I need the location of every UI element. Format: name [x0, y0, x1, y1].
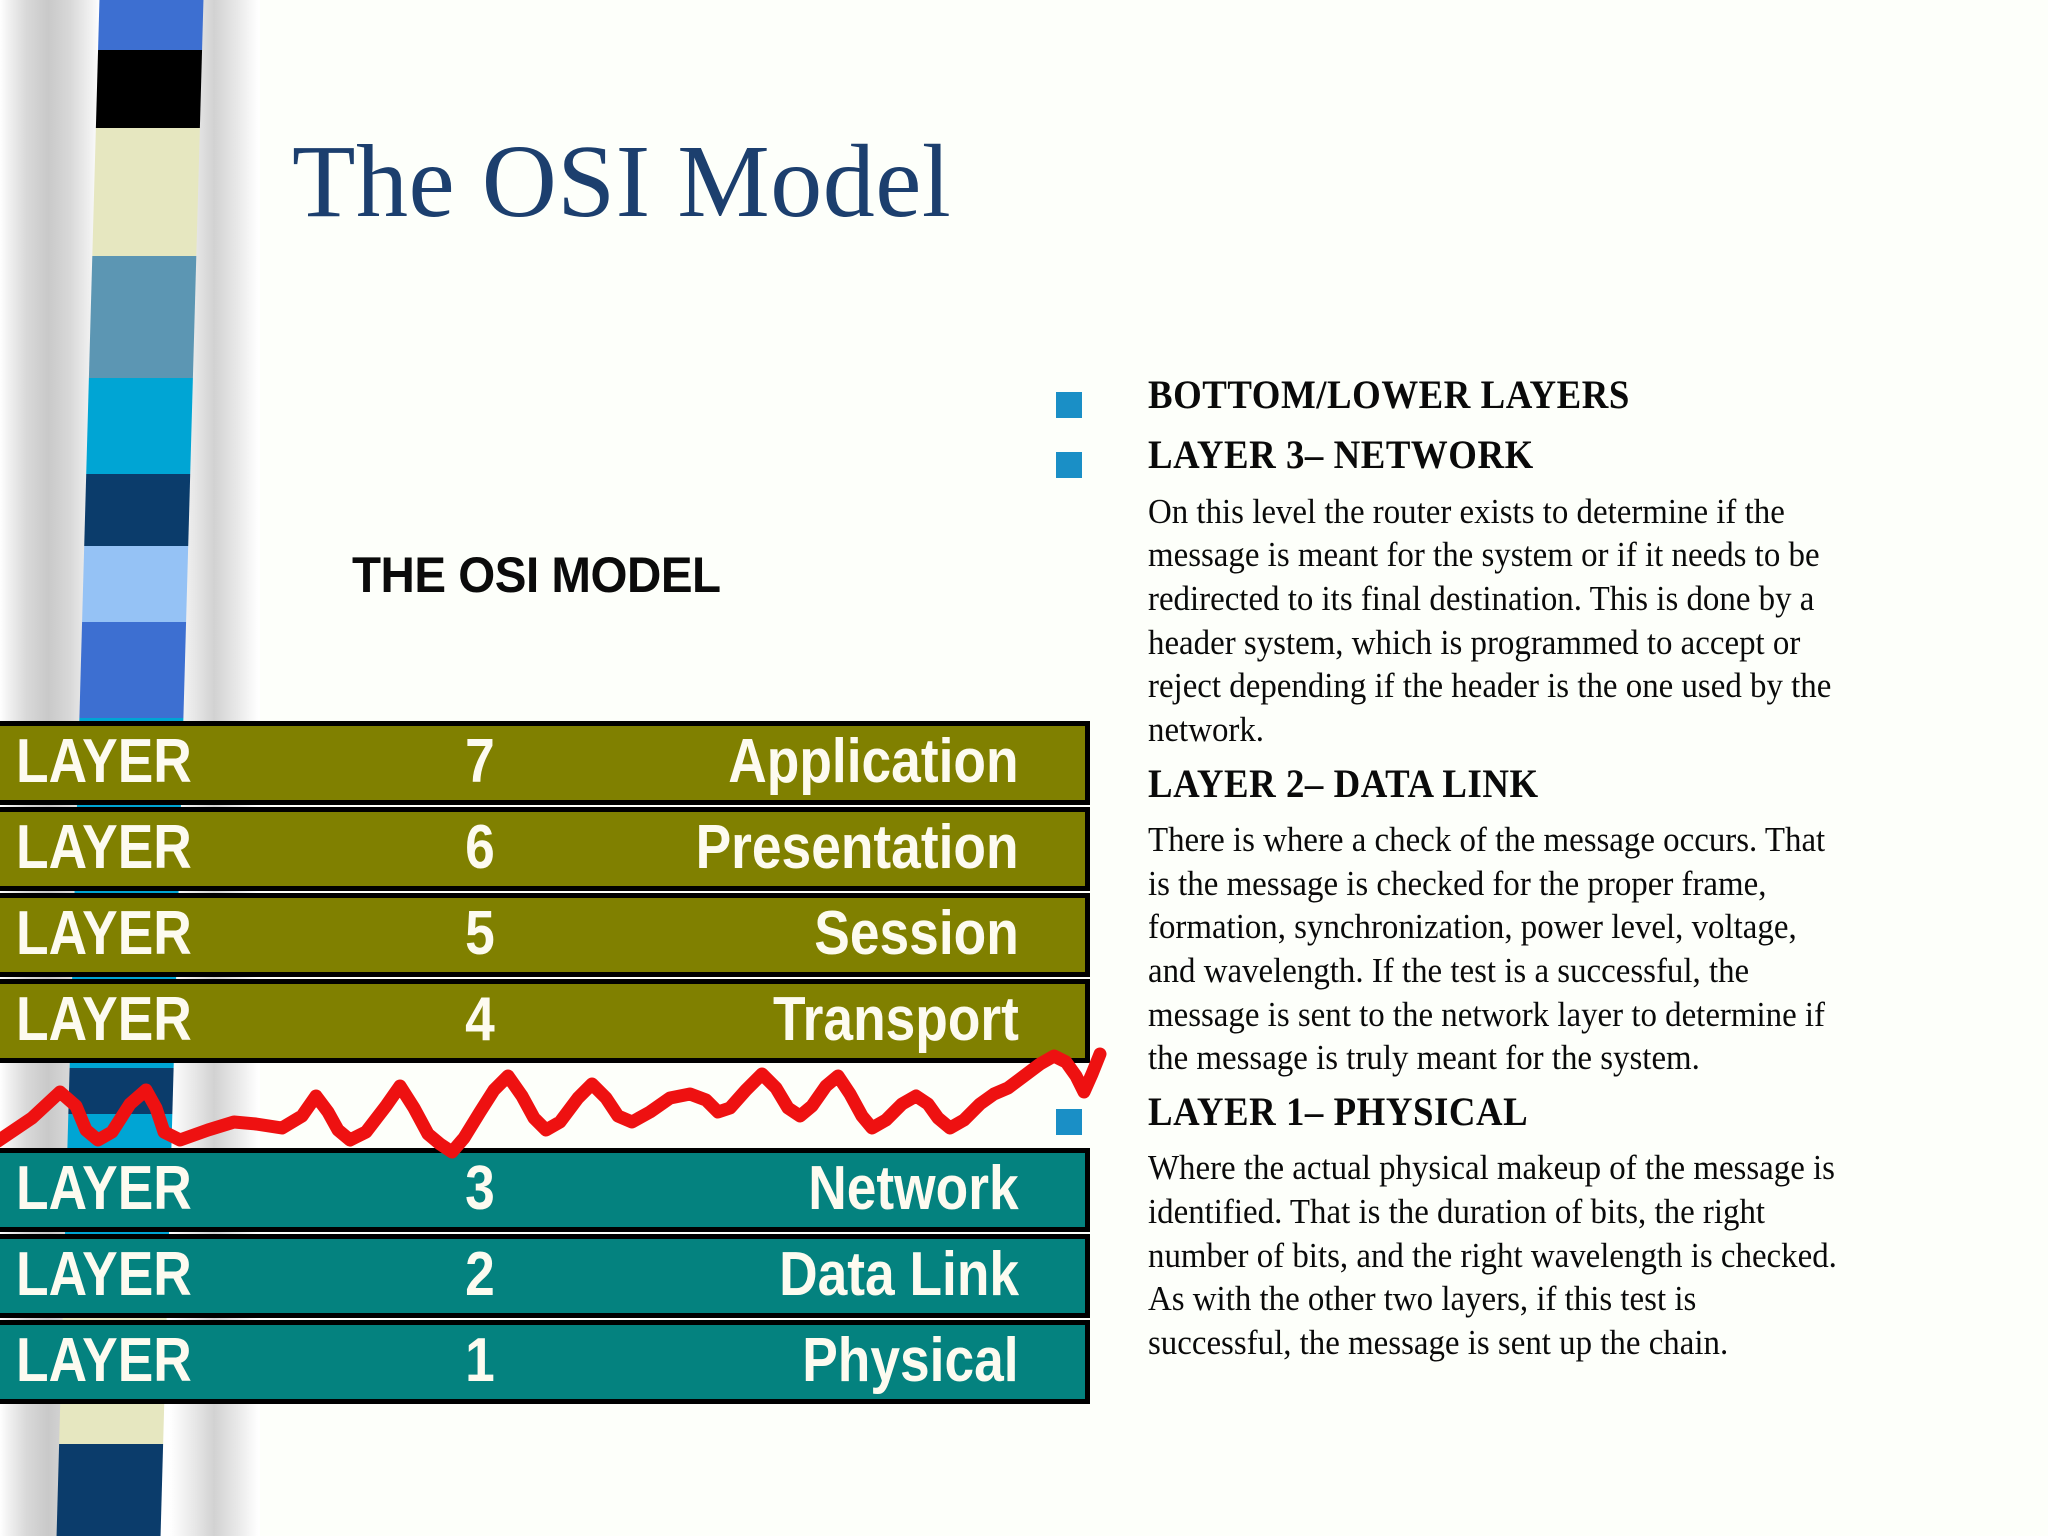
row-name: Presentation — [696, 812, 1019, 882]
spacer — [1148, 1139, 2028, 1147]
ribbon-segment-2 — [92, 128, 200, 256]
layer2-body-line-6: the message is truly meant for the syste… — [1148, 1038, 1700, 1078]
row-label: LAYER — [16, 1153, 192, 1223]
ribbon-segment-1 — [95, 50, 203, 128]
bullet-layer-1: LAYER 1– PHYSICAL — [1056, 1088, 2028, 1135]
row-label: LAYER — [16, 812, 192, 882]
osi-upper-layers-group: LAYER 7 Application LAYER 6 Presentation… — [0, 721, 1090, 1063]
row-label: LAYER — [16, 984, 192, 1054]
table-row[interactable]: LAYER 2 Data Link — [0, 1234, 1090, 1318]
bullet-layer-3: LAYER 3– NETWORK — [1056, 432, 2028, 479]
row-name: Network — [808, 1153, 1019, 1223]
osi-lower-layers-group: LAYER 3 Network LAYER 2 Data Link LAYER … — [0, 1148, 1090, 1404]
layer3-body-line-1: On this level the router exists to deter… — [1148, 491, 1785, 531]
row-name: Data Link — [779, 1239, 1019, 1309]
spacer — [1148, 811, 2028, 819]
layer2-body-line-1: There is where a check of the message oc… — [1148, 820, 1826, 860]
layer1-body-line-1: Where the actual physical makeup of the … — [1148, 1148, 1835, 1188]
table-row[interactable]: LAYER 5 Session — [0, 893, 1090, 977]
heading-bottom-lower-layers: BOTTOM/LOWER LAYERS — [1148, 372, 1630, 417]
layer1-body-line-2: identified. That is the duration of bits… — [1148, 1191, 1766, 1231]
layer2-body-line-4: and wavelength. If the test is a success… — [1148, 950, 1750, 990]
row-name: Transport — [773, 984, 1019, 1054]
row-label: LAYER — [16, 898, 192, 968]
layer2-body-line-5: message is sent to the network layer to … — [1148, 994, 1825, 1034]
table-row[interactable]: LAYER 4 Transport — [0, 979, 1090, 1063]
row-label: LAYER — [16, 1325, 192, 1395]
layer3-body-line-3: redirected to its final destination. Thi… — [1148, 579, 1815, 619]
square-bullet-icon — [1056, 392, 1082, 418]
ribbon-segment-0 — [98, 0, 204, 50]
layer1-body-line-3: number of bits, and the right wavelength… — [1148, 1235, 1837, 1275]
ribbon-segment-9 — [68, 1068, 174, 1114]
spacer — [1148, 753, 2028, 761]
row-number: 7 — [465, 726, 495, 796]
layer1-body-line-4: As with the other two layers, if this te… — [1148, 1279, 1697, 1319]
ribbon-segment-7 — [79, 622, 187, 718]
row-number: 2 — [465, 1239, 495, 1309]
ribbon-segment-6 — [82, 546, 189, 622]
layer2-body-line-3: formation, synchronization, power level,… — [1148, 907, 1797, 947]
heading-layer-1: LAYER 1– PHYSICAL — [1148, 1088, 1529, 1134]
table-row[interactable]: LAYER 7 Application — [0, 721, 1090, 805]
spacer — [1148, 1081, 2028, 1089]
heading-layer-2: LAYER 2– DATA LINK — [1148, 760, 1539, 806]
ribbon-segment-5 — [84, 474, 191, 546]
row-number: 6 — [465, 812, 495, 882]
spacer — [1148, 483, 2028, 491]
heading-layer-3: LAYER 3– NETWORK — [1148, 432, 1534, 478]
row-name: Session — [814, 898, 1019, 968]
osi-table-caption: THE OSI MODEL — [352, 547, 721, 603]
row-number: 3 — [465, 1153, 495, 1223]
row-name: Physical — [802, 1325, 1019, 1395]
layer3-body-line-6: network. — [1148, 709, 1265, 749]
page-title: The OSI Model — [292, 124, 952, 239]
layer3-body-line-5: reject depending if the header is the on… — [1148, 666, 1832, 706]
row-number: 4 — [465, 984, 495, 1054]
layer1-body-line-5: successful, the message is sent up the c… — [1148, 1322, 1729, 1362]
row-name: Application — [728, 726, 1019, 796]
bullet-bottom-lower-layers: BOTTOM/LOWER LAYERS — [1056, 372, 2028, 418]
row-number: 5 — [465, 898, 495, 968]
layer2-body-line-2: is the message is checked for the proper… — [1148, 863, 1767, 903]
right-content-column: BOTTOM/LOWER LAYERS LAYER 3– NETWORK On … — [1056, 372, 2028, 1365]
square-bullet-icon — [1056, 452, 1082, 479]
layer3-body-line-2: message is meant for the system or if it… — [1148, 535, 1820, 575]
row-label: LAYER — [16, 1239, 192, 1309]
ribbon-segment-12 — [56, 1444, 164, 1536]
ribbon-segment-4 — [86, 378, 193, 474]
row-number: 1 — [465, 1325, 495, 1395]
row-label: LAYER — [16, 726, 192, 796]
table-row[interactable]: LAYER 1 Physical — [0, 1320, 1090, 1404]
ribbon-segment-3 — [88, 256, 197, 378]
layer3-body-line-4: header system, which is programmed to ac… — [1148, 622, 1801, 662]
table-row[interactable]: LAYER 6 Presentation — [0, 807, 1090, 891]
table-row[interactable]: LAYER 3 Network — [0, 1148, 1090, 1232]
square-bullet-icon — [1056, 1108, 1082, 1135]
